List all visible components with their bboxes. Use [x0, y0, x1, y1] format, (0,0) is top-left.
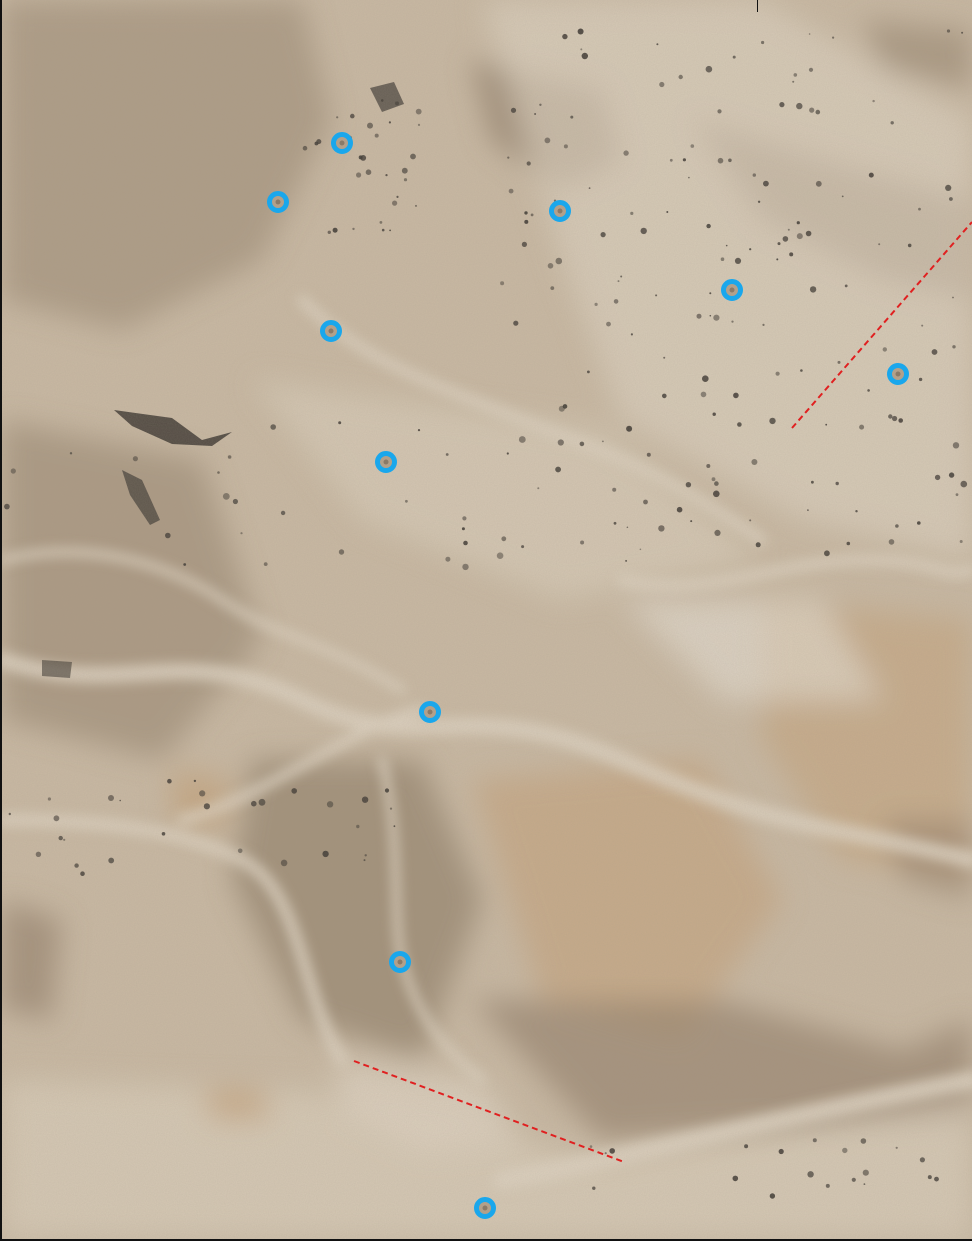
- marker-center-dot: [557, 208, 563, 214]
- boundary-line-upper-right: [791, 221, 972, 429]
- map-marker-m7[interactable]: [375, 451, 397, 473]
- marker-center-dot: [275, 199, 281, 205]
- map-marker-m4[interactable]: [721, 279, 743, 301]
- boundary-lines: [353, 221, 972, 1163]
- marker-center-dot: [383, 459, 389, 465]
- map-marker-m5[interactable]: [320, 320, 342, 342]
- marker-center-dot: [328, 328, 334, 334]
- map-marker-m9[interactable]: [389, 951, 411, 973]
- map-marker-m6[interactable]: [887, 363, 909, 385]
- marker-center-dot: [397, 959, 403, 965]
- map-marker-m8[interactable]: [419, 701, 441, 723]
- marker-center-dot: [427, 709, 433, 715]
- marker-center-dot: [729, 287, 735, 293]
- map-marker-m1[interactable]: [331, 132, 353, 154]
- map-markers[interactable]: [267, 132, 909, 1219]
- map-marker-m10[interactable]: [474, 1197, 496, 1219]
- boundary-line-lower: [353, 1060, 625, 1163]
- frame-tick-mark: [757, 0, 758, 12]
- marker-center-dot: [482, 1205, 488, 1211]
- map-marker-m2[interactable]: [267, 191, 289, 213]
- marker-center-dot: [339, 140, 345, 146]
- marker-center-dot: [895, 371, 901, 377]
- map-marker-m3[interactable]: [549, 200, 571, 222]
